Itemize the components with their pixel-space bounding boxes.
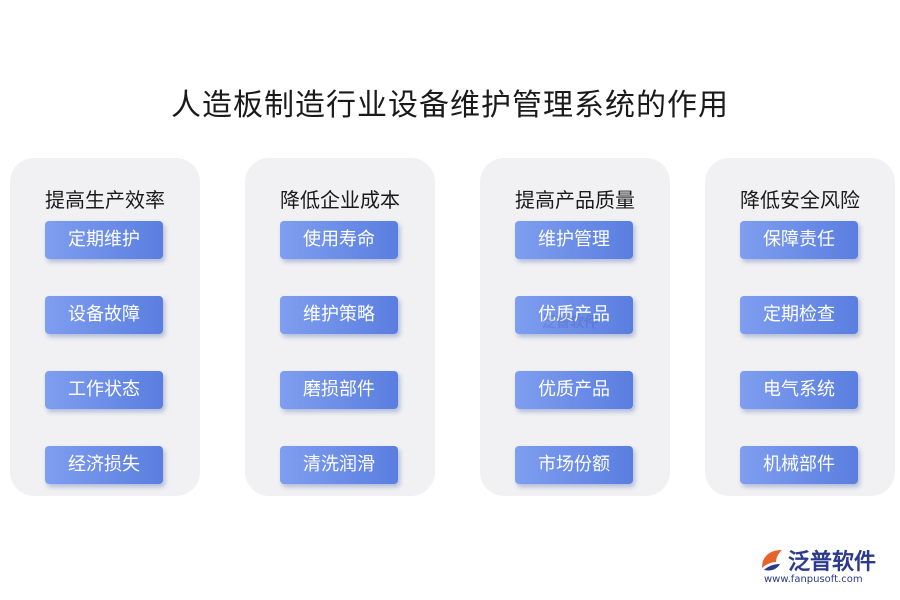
column-quality: 提高产品质量 维护管理 优质产品 优质产品 市场份额 [480,158,670,496]
column-efficiency: 提高生产效率 定期维护 设备故障 工作状态 经济损失 [10,158,200,496]
item-box: 保障责任 [740,221,858,259]
page-title: 人造板制造行业设备维护管理系统的作用 [171,88,729,123]
item-box: 机械部件 [740,446,858,484]
watermark: 泛普软件 [542,315,598,331]
item-box: 市场份额 [515,446,633,484]
item-box: 优质产品 [515,371,633,409]
column-safety: 降低安全风险 保障责任 定期检查 电气系统 机械部件 [705,158,895,496]
item-box: 维护管理 [515,221,633,259]
columns-container: 提高生产效率 定期维护 设备故障 工作状态 经济损失 降低企业成本 使用寿命 维… [0,158,900,498]
item-box: 磨损部件 [280,371,398,409]
column-cost: 降低企业成本 使用寿命 维护策略 磨损部件 清洗润滑 [245,158,435,496]
brand-name: 泛普软件 [788,550,877,575]
column-title: 降低安全风险 [740,188,860,212]
brand-logo: 泛普软件 www.fanpusoft.com [758,544,888,586]
item-box: 使用寿命 [280,221,398,259]
item-box: 清洗润滑 [280,446,398,484]
item-box: 经济损失 [45,446,163,484]
item-box: 定期维护 [45,221,163,259]
column-title: 提高生产效率 [45,188,165,212]
item-box: 优质产品 [515,296,633,334]
item-box: 工作状态 [45,371,163,409]
item-box: 电气系统 [740,371,858,409]
brand-mark-icon [762,550,782,571]
item-box: 定期检查 [740,296,858,334]
item-box: 设备故障 [45,296,163,334]
item-box: 维护策略 [280,296,398,334]
brand-url: www.fanpusoft.com [764,574,863,585]
column-title: 降低企业成本 [280,188,400,212]
column-title: 提高产品质量 [515,188,635,212]
